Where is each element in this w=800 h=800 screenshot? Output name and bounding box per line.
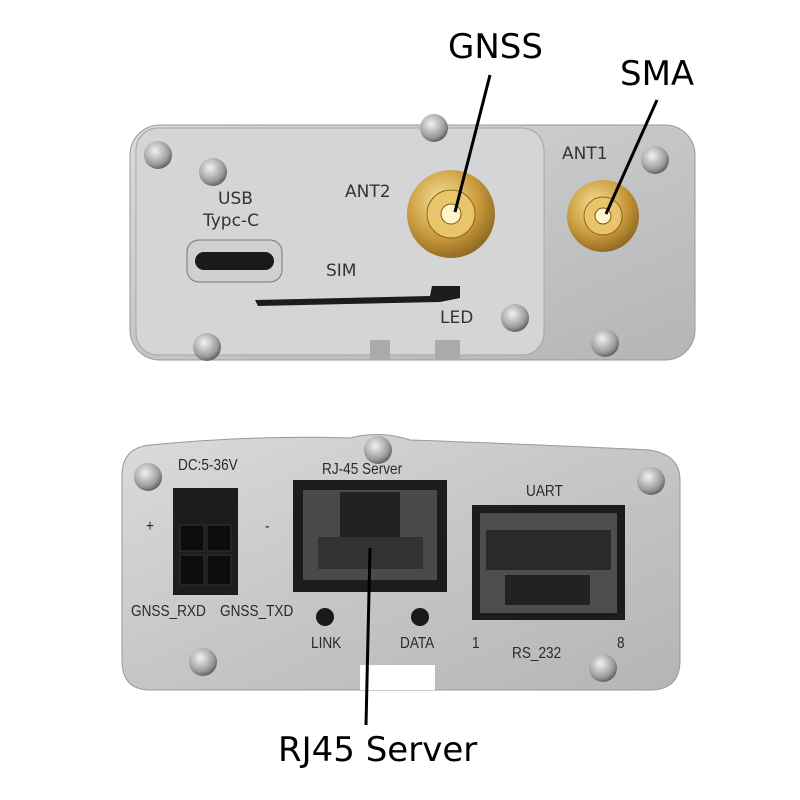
sim-label: SIM <box>326 261 357 281</box>
rj45-callout-line <box>364 547 372 726</box>
screw-icon <box>641 146 669 174</box>
bottom-panel <box>121 434 681 691</box>
tab <box>435 340 460 360</box>
screw-icon <box>591 329 619 357</box>
screws-top <box>144 114 669 361</box>
usb-c-opening <box>195 252 274 270</box>
dc-voltage-label: DC:5-36V <box>178 457 238 474</box>
gnss-callout-label: GNSS <box>448 27 543 67</box>
sma-callout-line <box>604 99 659 215</box>
usb-label: USB <box>218 189 253 209</box>
link-label: LINK <box>311 635 342 652</box>
sim-slot <box>255 286 460 306</box>
notch <box>360 665 435 690</box>
pin1-label: 1 <box>472 635 480 652</box>
uart-label: UART <box>526 483 563 500</box>
tab <box>370 340 390 360</box>
data-label: DATA <box>400 635 435 652</box>
link-led <box>316 608 334 626</box>
led-label: LED <box>440 308 474 328</box>
gnss-rxd-label: GNSS_RXD <box>131 603 206 620</box>
plus-label: + <box>146 518 154 535</box>
usb-type-label: Typc-C <box>203 211 259 231</box>
rs232-label: RS_232 <box>512 645 562 662</box>
ant1-label: ANT1 <box>562 144 608 164</box>
screw-icon <box>199 158 227 186</box>
screw-icon <box>637 467 665 495</box>
screw-icon <box>144 141 172 169</box>
rj45-callout-label: RJ45 Server <box>278 730 478 770</box>
screw-icon <box>134 463 162 491</box>
sma-callout-label: SMA <box>620 54 695 94</box>
screws-bottom <box>134 436 665 682</box>
pin8-label: 8 <box>617 635 625 652</box>
screw-icon <box>189 648 217 676</box>
screw-icon <box>589 654 617 682</box>
rj45-server-silk-label: RJ-45 Server <box>322 461 403 478</box>
gnss-callout-line <box>453 74 492 213</box>
data-led <box>411 608 429 626</box>
screw-icon <box>364 436 392 464</box>
screw-icon <box>501 304 529 332</box>
gnss-txd-label: GNSS_TXD <box>220 603 294 620</box>
ant2-label: ANT2 <box>345 182 391 202</box>
minus-label: - <box>265 518 270 535</box>
screw-icon <box>420 114 448 142</box>
top-panel <box>129 114 696 361</box>
screw-icon <box>193 333 221 361</box>
